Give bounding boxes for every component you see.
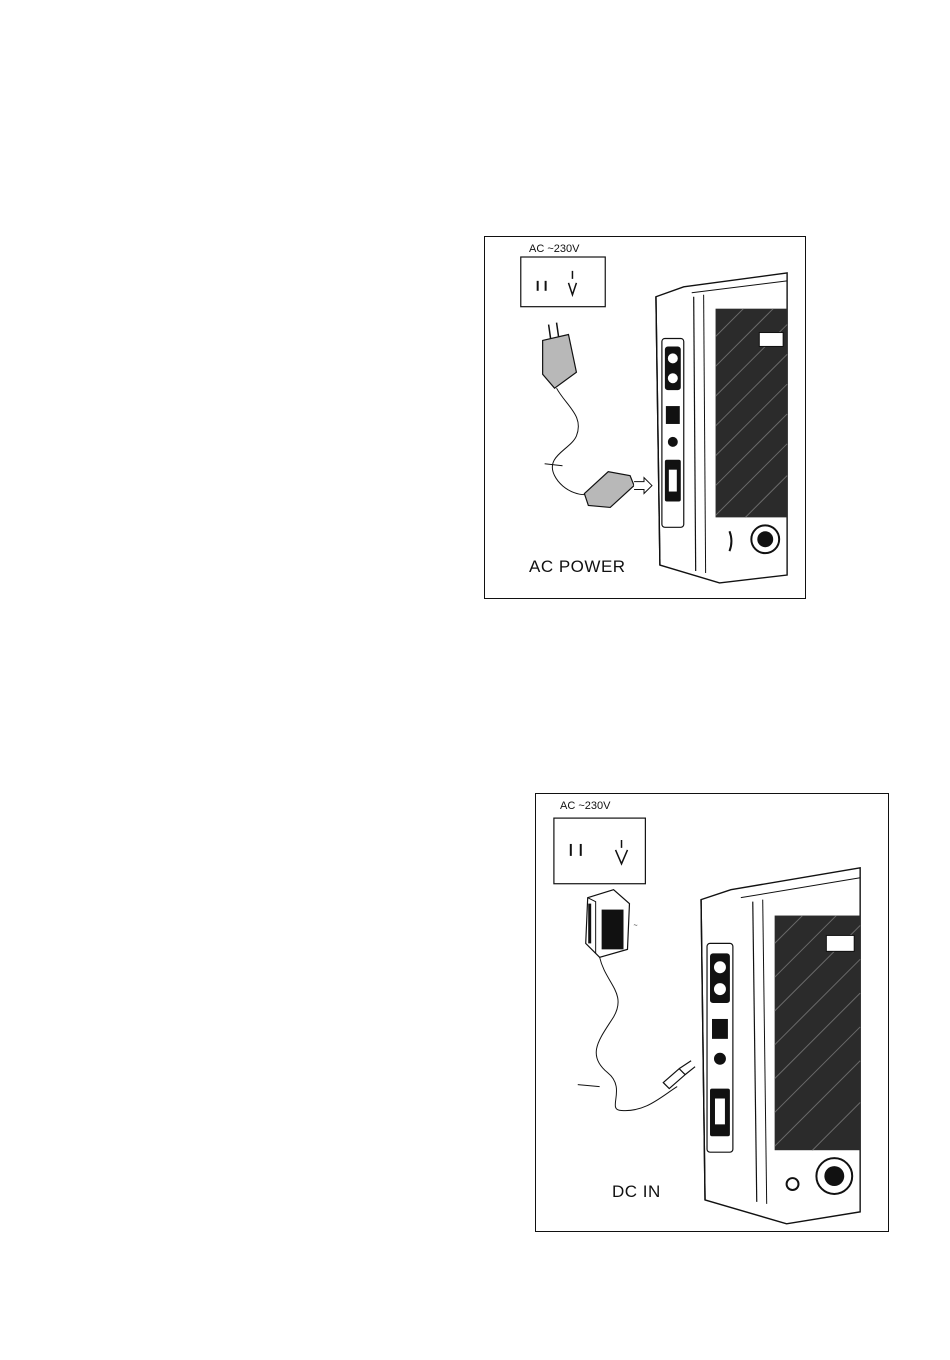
wall-outlet [521, 257, 605, 307]
radio-device [701, 868, 860, 1224]
figure-ac-power: AC ~230V AC POWER [484, 236, 806, 599]
outlet-voltage-label: AC ~230V [529, 243, 579, 255]
dc-in-illustration: ~ [536, 794, 888, 1231]
svg-text:~: ~ [633, 922, 637, 929]
figure-caption: AC POWER [529, 557, 626, 577]
outlet-voltage-label: AC ~230V [560, 800, 610, 812]
radio-device [656, 273, 787, 583]
ac-connector [584, 472, 634, 508]
figure-dc-in: ~ [535, 793, 889, 1232]
dc-plug [663, 1069, 685, 1089]
ac-plug [543, 323, 577, 389]
ac-power-illustration [485, 237, 805, 598]
dc-adapter: ~ [586, 890, 638, 958]
wall-outlet [554, 818, 645, 884]
figure-caption: DC IN [612, 1182, 661, 1202]
